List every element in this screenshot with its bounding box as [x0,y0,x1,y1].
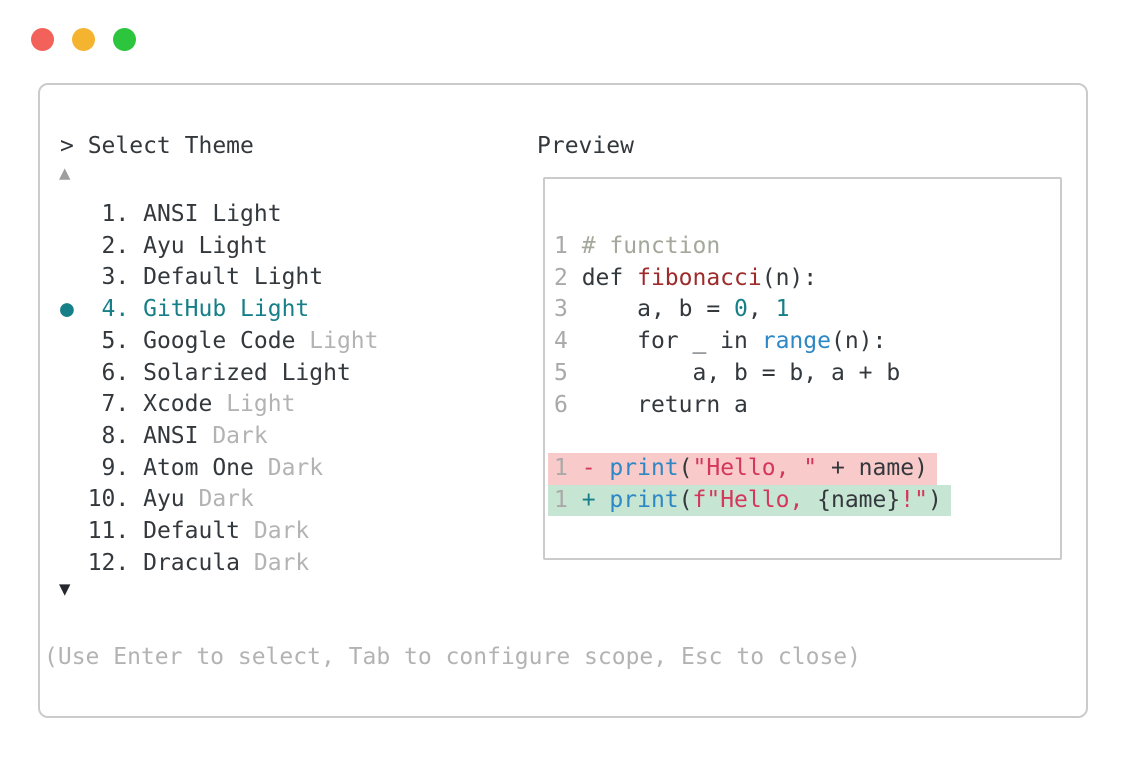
code-line-5: 5 a, b = b, a + b [554,358,951,390]
line-number: 2 [554,264,582,291]
line-number: 3 [554,296,582,323]
item-number: 8. [60,422,144,449]
traffic-lights [31,28,136,51]
theme-name: Default Light [143,264,324,291]
traffic-light-maximize-button[interactable] [113,28,136,51]
theme-name: Ayu [143,486,185,513]
theme-suffix: Dark [240,518,310,545]
token-text: , [747,296,776,323]
token-text: ( [678,454,693,481]
token-builtin: print [609,454,679,481]
token-number: 0 [734,296,748,323]
theme-name: Default [143,518,241,545]
scroll-up-icon[interactable]: ▲ [59,162,71,184]
token-text: def [581,264,638,291]
theme-item-solarized-light[interactable]: 6. Solarized Light [60,358,379,390]
token-text [554,423,568,449]
token-text: return a [581,391,748,418]
theme-item-default-light[interactable]: 3. Default Light [60,262,379,294]
theme-item-google-code[interactable]: 5. Google Code Light [60,326,379,358]
token-comment: # function [581,233,721,259]
token-string: - [581,454,610,481]
theme-name: Ayu Light [143,232,268,259]
item-number: 6. [60,359,144,386]
footer-hint: (Use Enter to select, Tab to configure s… [44,644,861,670]
theme-suffix: Light [212,391,296,418]
preview-title: Preview [537,133,634,159]
item-number: 9. [60,454,144,481]
theme-item-ayu[interactable]: 10. Ayu Dark [60,484,379,516]
token-number: 1 [775,296,790,323]
line-number: 1 [554,486,582,513]
theme-name: ANSI Light [143,201,282,227]
code-line-3: 3 a, b = 0, 1 [554,294,951,326]
theme-name: Xcode [143,391,213,418]
code-line-blank [554,421,951,453]
line-number: 6 [554,391,582,418]
token-string: !" [900,486,928,513]
code-line-1: 1 # function [554,231,951,263]
theme-suffix: Dark [184,486,254,513]
token-text: for _ in [581,328,762,355]
traffic-light-minimize-button[interactable] [72,28,95,51]
token-builtin: print [609,486,679,513]
theme-suffix: Light [295,327,379,354]
theme-name: Solarized Light [143,359,351,386]
item-number: 1. [60,201,144,227]
token-text: (n): [830,328,887,355]
select-theme-prompt: > Select Theme [60,133,254,159]
line-number: 1 [554,233,582,259]
theme-item-dracula[interactable]: 12. Dracula Dark [60,548,379,580]
item-number: 2. [60,232,144,259]
theme-suffix: Dark [198,422,268,449]
theme-name: Google Code [143,327,296,354]
item-number: 5. [60,327,144,354]
item-number: 3. [60,264,144,291]
token-builtin: range [761,328,831,355]
line-number: 1 [554,454,582,481]
theme-suffix: Dark [253,454,324,481]
token-number: + [581,486,610,513]
item-number: 10. [60,486,144,513]
code-line-2: 2 def fibonacci(n): [554,263,951,295]
line-number: 5 [554,359,582,386]
selected-bullet-icon: ● 4. [60,296,144,323]
theme-item-atom-one[interactable]: 9. Atom One Dark [60,453,379,485]
theme-item-xcode[interactable]: 7. Xcode Light [60,389,379,421]
theme-list: 1. ANSI Light 2. Ayu Light 3. Default Li… [60,199,379,579]
theme-item-default[interactable]: 11. Default Dark [60,516,379,548]
item-number: 7. [60,391,144,418]
token-text: a, b = b, a + b [581,359,901,386]
theme-item-ayu-light[interactable]: 2. Ayu Light [60,231,379,263]
theme-suffix: Dark [240,549,310,576]
token-text: ) [927,486,942,513]
diff-added-line: 1 + print(f"Hello, {name}!") [548,484,951,517]
token-text: {name} [817,486,901,513]
token-text: + name) [817,454,928,481]
token-string: f"Hello, [692,486,818,513]
token-text: a, b = [581,296,735,323]
item-number: 11. [60,518,144,545]
token-string: "Hello, " [692,454,818,481]
theme-name: ANSI [143,422,199,449]
traffic-light-close-button[interactable] [31,28,54,51]
theme-item-ansi[interactable]: 8. ANSI Dark [60,421,379,453]
code-line-6: 6 return a [554,390,951,422]
token-text: (n): [761,264,818,291]
code-line-4: 4 for _ in range(n): [554,326,951,358]
token-func: fibonacci [637,264,762,291]
theme-name: GitHub Light [143,296,310,323]
theme-item-github-light[interactable]: ● 4. GitHub Light [60,294,379,326]
theme-name: Dracula [143,549,241,576]
theme-item-ansi-light[interactable]: 1. ANSI Light [60,199,379,231]
token-text: ( [678,486,693,513]
item-number: 12. [60,549,144,576]
diff-removed-line: 1 - print("Hello, " + name) [548,452,937,485]
line-number: 4 [554,328,582,355]
scroll-down-icon[interactable]: ▼ [59,578,71,600]
theme-name: Atom One [143,454,254,481]
